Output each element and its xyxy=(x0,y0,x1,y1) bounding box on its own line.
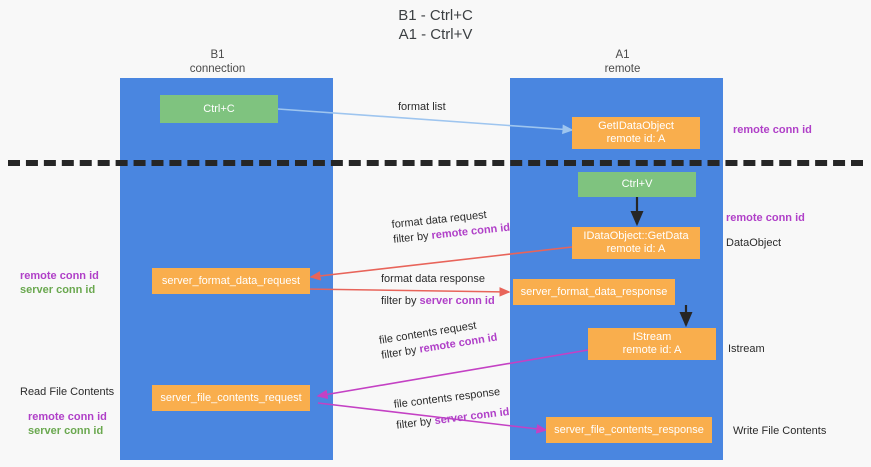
node-server-format-data-response[interactable]: server_format_data_response xyxy=(513,279,675,305)
node-ctrl-v[interactable]: Ctrl+V xyxy=(578,172,696,197)
diagram-title: B1 - Ctrl+C A1 - Ctrl+V xyxy=(398,7,473,43)
edge-label-format-list: format list xyxy=(398,100,446,115)
side-note-left-formatdata: remote conn id server conn id xyxy=(20,269,99,297)
side-note-right-top: remote conn id xyxy=(733,123,812,137)
column-header-a1-name: A1 xyxy=(615,49,630,61)
filter-key-server-conn-id: server conn id xyxy=(433,405,511,428)
side-note-right-getdata: remote conn id DataObject xyxy=(726,211,805,250)
side-note-right-istream: Istream xyxy=(728,342,765,356)
side-note-istream: Istream xyxy=(728,343,765,355)
column-header-b1: B1 connection xyxy=(150,48,285,76)
node-idataobject-getdata[interactable]: IDataObject::GetData remote id: A xyxy=(572,227,700,259)
side-note-dataobject: DataObject xyxy=(726,237,782,249)
edge-label-format-data-request: format data request filter by remote con… xyxy=(391,206,511,248)
column-header-a1: A1 remote xyxy=(555,48,690,76)
edge-label-format-data-response-line2: filter by server conn id xyxy=(381,294,495,309)
edge-label-format-list-line1: format list xyxy=(398,101,446,113)
side-note-remote-conn-id: remote conn id xyxy=(733,124,812,136)
column-header-b1-name: B1 xyxy=(210,49,225,61)
edge-label-format-data-response-line1: format data response xyxy=(381,273,485,285)
filter-prefix: filter by xyxy=(380,343,421,362)
side-note-remote-conn-id: remote conn id xyxy=(726,212,805,224)
side-note-remote-conn-id: remote conn id xyxy=(28,411,107,423)
node-server-file-contents-response[interactable]: server_file_contents_response xyxy=(546,417,712,443)
filter-key-server-conn-id: server conn id xyxy=(419,295,495,307)
edge-label-file-contents-response: file contents response filter by server … xyxy=(393,384,510,434)
side-note-server-conn-id: server conn id xyxy=(20,284,96,296)
phase-divider xyxy=(8,160,863,166)
node-istream[interactable]: IStream remote id: A xyxy=(588,328,716,360)
side-note-right-writefiles: Write File Contents xyxy=(733,424,826,438)
filter-prefix: filter by xyxy=(381,295,420,307)
filter-prefix: filter by xyxy=(395,415,436,432)
filter-prefix: filter by xyxy=(392,229,433,246)
side-note-server-conn-id: server conn id xyxy=(28,425,104,437)
side-note-left-readfiles: Read File Contents remote conn id server… xyxy=(20,385,114,438)
edge-label-format-data-response: format data response filter by server co… xyxy=(381,272,495,309)
edge-label-file-contents-response-line2: filter by server conn id xyxy=(396,405,511,434)
node-server-file-contents-request[interactable]: server_file_contents_request xyxy=(152,385,310,411)
node-server-format-data-request[interactable]: server_format_data_request xyxy=(152,268,310,294)
column-header-b1-role: connection xyxy=(189,63,246,75)
node-ctrl-c[interactable]: Ctrl+C xyxy=(160,95,278,123)
side-note-write-file-contents: Write File Contents xyxy=(733,425,827,437)
node-get-idataobject[interactable]: GetIDataObject remote id: A xyxy=(572,117,700,149)
edge-label-file-contents-request: file contents request filter by remote c… xyxy=(378,316,499,364)
side-note-remote-conn-id: remote conn id xyxy=(20,270,99,282)
column-header-a1-role: remote xyxy=(604,63,641,75)
side-note-read-file-contents: Read File Contents xyxy=(20,386,115,398)
